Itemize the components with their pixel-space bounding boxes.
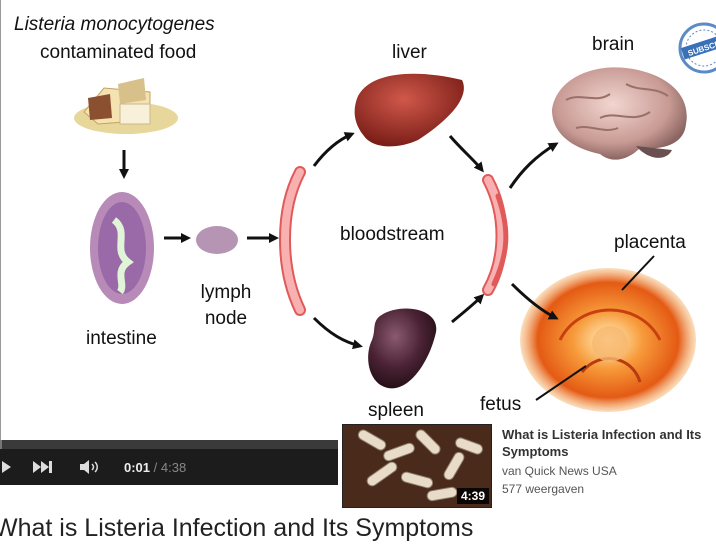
liver-illustration — [354, 73, 464, 147]
progress-bar[interactable] — [0, 440, 338, 449]
label-intestine: intestine — [86, 328, 157, 349]
total-time: 4:38 — [160, 459, 187, 475]
player-controls: 0:01 / 4:38 — [0, 449, 338, 485]
brain-illustration — [552, 67, 687, 160]
label-brain: brain — [592, 34, 635, 55]
video-frame[interactable]: SUBSCR Listeria monocytogenes contaminat… — [0, 0, 716, 440]
current-time: 0:01 — [124, 459, 151, 475]
lymph-node-illustration — [196, 226, 238, 254]
label-node: node — [204, 308, 248, 329]
play-icon[interactable] — [0, 449, 14, 485]
blood-vessel-walls — [279, 166, 509, 316]
spleen-illustration — [368, 308, 437, 389]
related-views: 577 weergaven — [502, 482, 585, 496]
label-liver: liver — [392, 42, 427, 63]
thumbnail-duration: 4:39 — [456, 488, 489, 504]
page-title: What is Listeria Infection and Its Sympt… — [0, 514, 474, 542]
time-display: 0:01 / 4:38 — [124, 449, 186, 485]
label-fetus: fetus — [480, 394, 522, 415]
title-food: contaminated food — [40, 42, 197, 63]
food-illustration — [74, 78, 178, 134]
label-placenta: placenta — [614, 232, 686, 253]
title-organism: Listeria monocytogenes — [14, 14, 215, 35]
time-separator: / — [150, 459, 161, 475]
placenta-illustration — [520, 268, 696, 412]
label-bloodstream: bloodstream — [340, 224, 445, 245]
related-channel: van Quick News USA — [502, 464, 617, 478]
intestine-illustration — [90, 192, 154, 304]
related-thumbnail[interactable]: 4:39 — [342, 424, 492, 508]
next-icon[interactable] — [30, 449, 56, 485]
label-spleen: spleen — [368, 400, 424, 421]
progress-fill — [0, 440, 2, 449]
flow-arrows — [119, 132, 559, 350]
label-lymph: lymph — [200, 282, 252, 303]
volume-icon[interactable] — [76, 449, 104, 485]
diagram-illustration: SUBSCR — [0, 0, 716, 440]
related-video[interactable]: 4:39 What is Listeria Infection and Its … — [342, 424, 716, 510]
subscribe-badge-icon[interactable] — [678, 22, 716, 74]
label-pointers — [535, 255, 655, 401]
related-title-link[interactable]: What is Listeria Infection and Its Sympt… — [502, 427, 702, 459]
